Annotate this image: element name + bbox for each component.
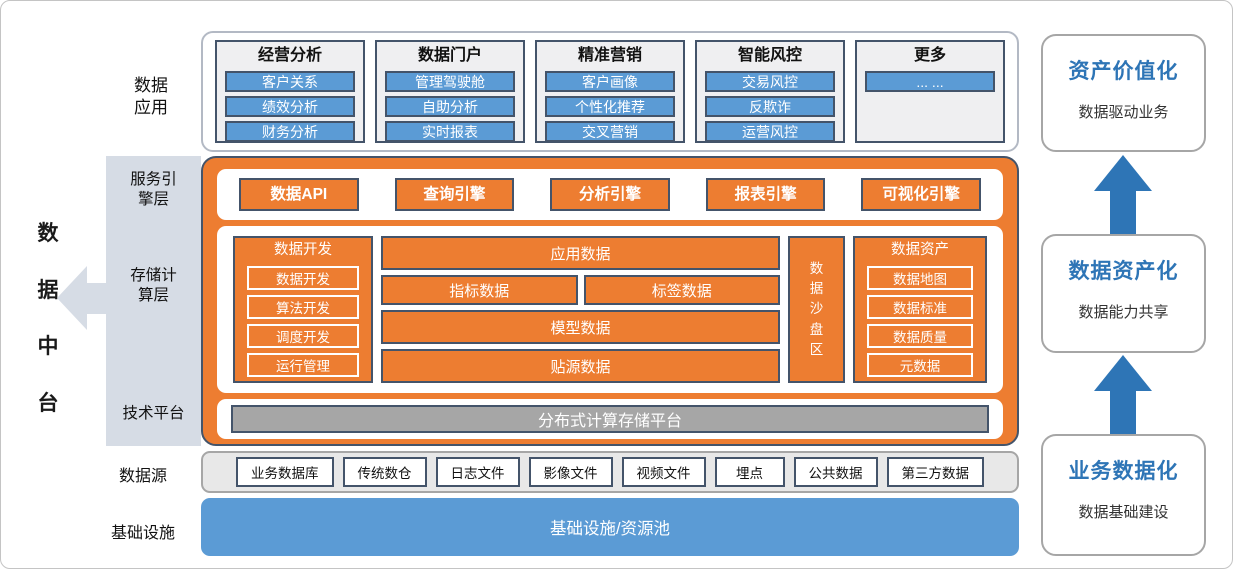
service-engine-panel: 数据API 查询引擎 分析引擎 报表引擎 可视化引擎: [217, 169, 1003, 220]
value-chain-data-capitalization: 数据资产化 数据能力共享: [1041, 234, 1206, 353]
value-chain-business-datafication: 业务数据化 数据基础建设: [1041, 434, 1206, 556]
source-data-block: 贴源数据: [381, 349, 780, 383]
storage-layer-label-line1: 存储计: [130, 267, 177, 284]
vertical-title-char: 据: [37, 278, 59, 302]
datasource-video-files: 视频文件: [621, 457, 706, 487]
tech-platform-layer-label: 技术平台: [122, 405, 185, 422]
vertical-title-char: 数: [37, 222, 59, 245]
datasource-business-db: 业务数据库: [236, 457, 334, 487]
engine-analysis: 分析引擎: [550, 178, 670, 211]
data-middle-platform-container: 数据API 查询引擎 分析引擎 报表引擎 可视化引擎 数据开发 数据开发 算法开…: [201, 156, 1019, 446]
data-asset-column: 数据资产 数据地图 数据标准 数据质量 元数据: [853, 236, 987, 383]
engine-report: 报表引擎: [705, 178, 826, 211]
app-item: 交叉营销: [545, 121, 675, 142]
dev-item: 调度开发: [247, 324, 359, 348]
datasource-row: 业务数据库 传统数仓 日志文件 影像文件 视频文件 埋点 公共数据 第三方数据: [201, 451, 1019, 493]
data-sandbox-zone: 数据沙盘区: [788, 236, 845, 383]
app-column-precision-marketing: 精准营销 客户画像 个性化推荐 交叉营销: [535, 40, 685, 143]
datasource-third-party-data: 第三方数据: [886, 457, 984, 487]
up-arrow-shaft: [1110, 190, 1136, 234]
app-column-title: 精准营销: [577, 47, 642, 64]
asset-item: 数据质量: [867, 324, 973, 348]
app-column-title: 智能风控: [737, 47, 802, 64]
app-item: 个性化推荐: [545, 96, 675, 117]
asset-item: 数据标准: [867, 295, 973, 319]
storage-compute-layer-label: 存储计 算层: [106, 266, 201, 306]
tag-data-block: 标签数据: [583, 275, 780, 305]
app-item: 自助分析: [385, 96, 515, 117]
datasource-row-label: 数据源: [119, 468, 168, 485]
storage-compute-panel: 数据开发 数据开发 算法开发 调度开发 运行管理 应用数据 指标数据 标签数据 …: [217, 226, 1003, 393]
data-application-section: 经营分析 客户关系 绩效分析 财务分析 数据门户 管理驾驶舱 自助分析 实时报表…: [201, 31, 1019, 152]
app-column-more: 更多 ... ...: [855, 40, 1005, 143]
engine-query: 查询引擎: [394, 178, 515, 211]
infrastructure-row-label: 基础设施: [111, 525, 176, 542]
distributed-compute-storage-bar: 分布式计算存储平台: [231, 405, 989, 433]
vertical-title-data-middle-platform: 数 据 中 台: [34, 217, 62, 417]
dev-item: 运行管理: [247, 353, 359, 377]
vertical-title-char: 中: [37, 335, 59, 359]
data-application-layer-label: 数据 应用: [127, 75, 175, 119]
datasource-image-files: 影像文件: [528, 457, 613, 487]
engine-data-api: 数据API: [239, 178, 359, 211]
datasource-tracking-points: 埋点: [714, 457, 785, 487]
service-layer-label-line2: 擎层: [137, 190, 169, 208]
app-item: 客户关系: [225, 71, 355, 92]
up-arrow-icon: [1094, 155, 1152, 191]
app-item: 管理驾驶舱: [385, 71, 515, 92]
app-column-smart-risk-control: 智能风控 交易风控 反欺诈 运营风控: [695, 40, 845, 143]
chain-subtitle: 数据基础建设: [1078, 504, 1169, 521]
app-item: 财务分析: [225, 121, 355, 142]
app-item: ... ...: [865, 71, 995, 92]
data-development-column: 数据开发 数据开发 算法开发 调度开发 运行管理: [233, 236, 373, 383]
model-data-block: 模型数据: [381, 310, 780, 344]
app-column-title: 数据门户: [417, 47, 482, 64]
app-item: 运营风控: [705, 121, 835, 142]
data-sandbox-label: 数据沙盘区: [809, 260, 824, 357]
chain-subtitle: 数据驱动业务: [1078, 104, 1169, 121]
data-application-label-line2: 应用: [134, 98, 168, 118]
app-item: 交易风控: [705, 71, 835, 92]
infrastructure-resource-pool-bar: 基础设施/资源池: [201, 498, 1019, 556]
up-arrow-icon: [1094, 355, 1152, 391]
app-column-data-portal: 数据门户 管理驾驶舱 自助分析 实时报表: [375, 40, 525, 143]
data-development-title: 数据开发: [274, 242, 332, 258]
storage-layer-label-line2: 算层: [137, 286, 169, 304]
value-chain-asset-valuation: 资产价值化 数据驱动业务: [1041, 34, 1206, 152]
datasource-traditional-warehouse: 传统数仓: [342, 457, 427, 487]
left-arrow-icon: [57, 266, 87, 330]
asset-item: 数据地图: [867, 266, 973, 290]
datasource-log-files: 日志文件: [435, 457, 520, 487]
service-layer-label-line1: 服务引: [130, 171, 177, 188]
application-data-block: 应用数据: [381, 236, 780, 270]
data-asset-title: 数据资产: [891, 242, 949, 258]
indicator-data-block: 指标数据: [381, 275, 578, 305]
vertical-title-char: 台: [37, 391, 59, 415]
tech-platform-panel: 分布式计算存储平台: [217, 399, 1003, 439]
app-column-title: 更多: [913, 47, 946, 64]
app-item: 客户画像: [545, 71, 675, 92]
app-item: 绩效分析: [225, 96, 355, 117]
service-engine-layer-label: 服务引 擎层: [106, 170, 201, 210]
data-application-label-line1: 数据: [134, 76, 168, 95]
layer-labels-panel: 服务引 擎层 存储计 算层 技术平台: [106, 156, 201, 446]
datasource-public-data: 公共数据: [793, 457, 878, 487]
app-column-title: 经营分析: [257, 47, 322, 64]
app-column-business-analysis: 经营分析 客户关系 绩效分析 财务分析: [215, 40, 365, 143]
dev-item: 数据开发: [247, 266, 359, 290]
asset-item: 元数据: [867, 353, 973, 377]
chain-title: 业务数据化: [1068, 460, 1179, 483]
indicator-tag-row: 指标数据 标签数据: [381, 275, 780, 305]
app-item: 反欺诈: [705, 96, 835, 117]
up-arrow-shaft: [1110, 390, 1136, 434]
app-item: 实时报表: [385, 121, 515, 142]
chain-subtitle: 数据能力共享: [1078, 304, 1169, 321]
engine-visualization: 可视化引擎: [861, 178, 981, 211]
chain-title: 数据资产化: [1068, 260, 1179, 283]
data-layers-group: 应用数据 指标数据 标签数据 模型数据 贴源数据: [381, 236, 780, 383]
left-arrow-shaft: [86, 283, 107, 314]
dev-item: 算法开发: [247, 295, 359, 319]
chain-title: 资产价值化: [1068, 60, 1179, 83]
